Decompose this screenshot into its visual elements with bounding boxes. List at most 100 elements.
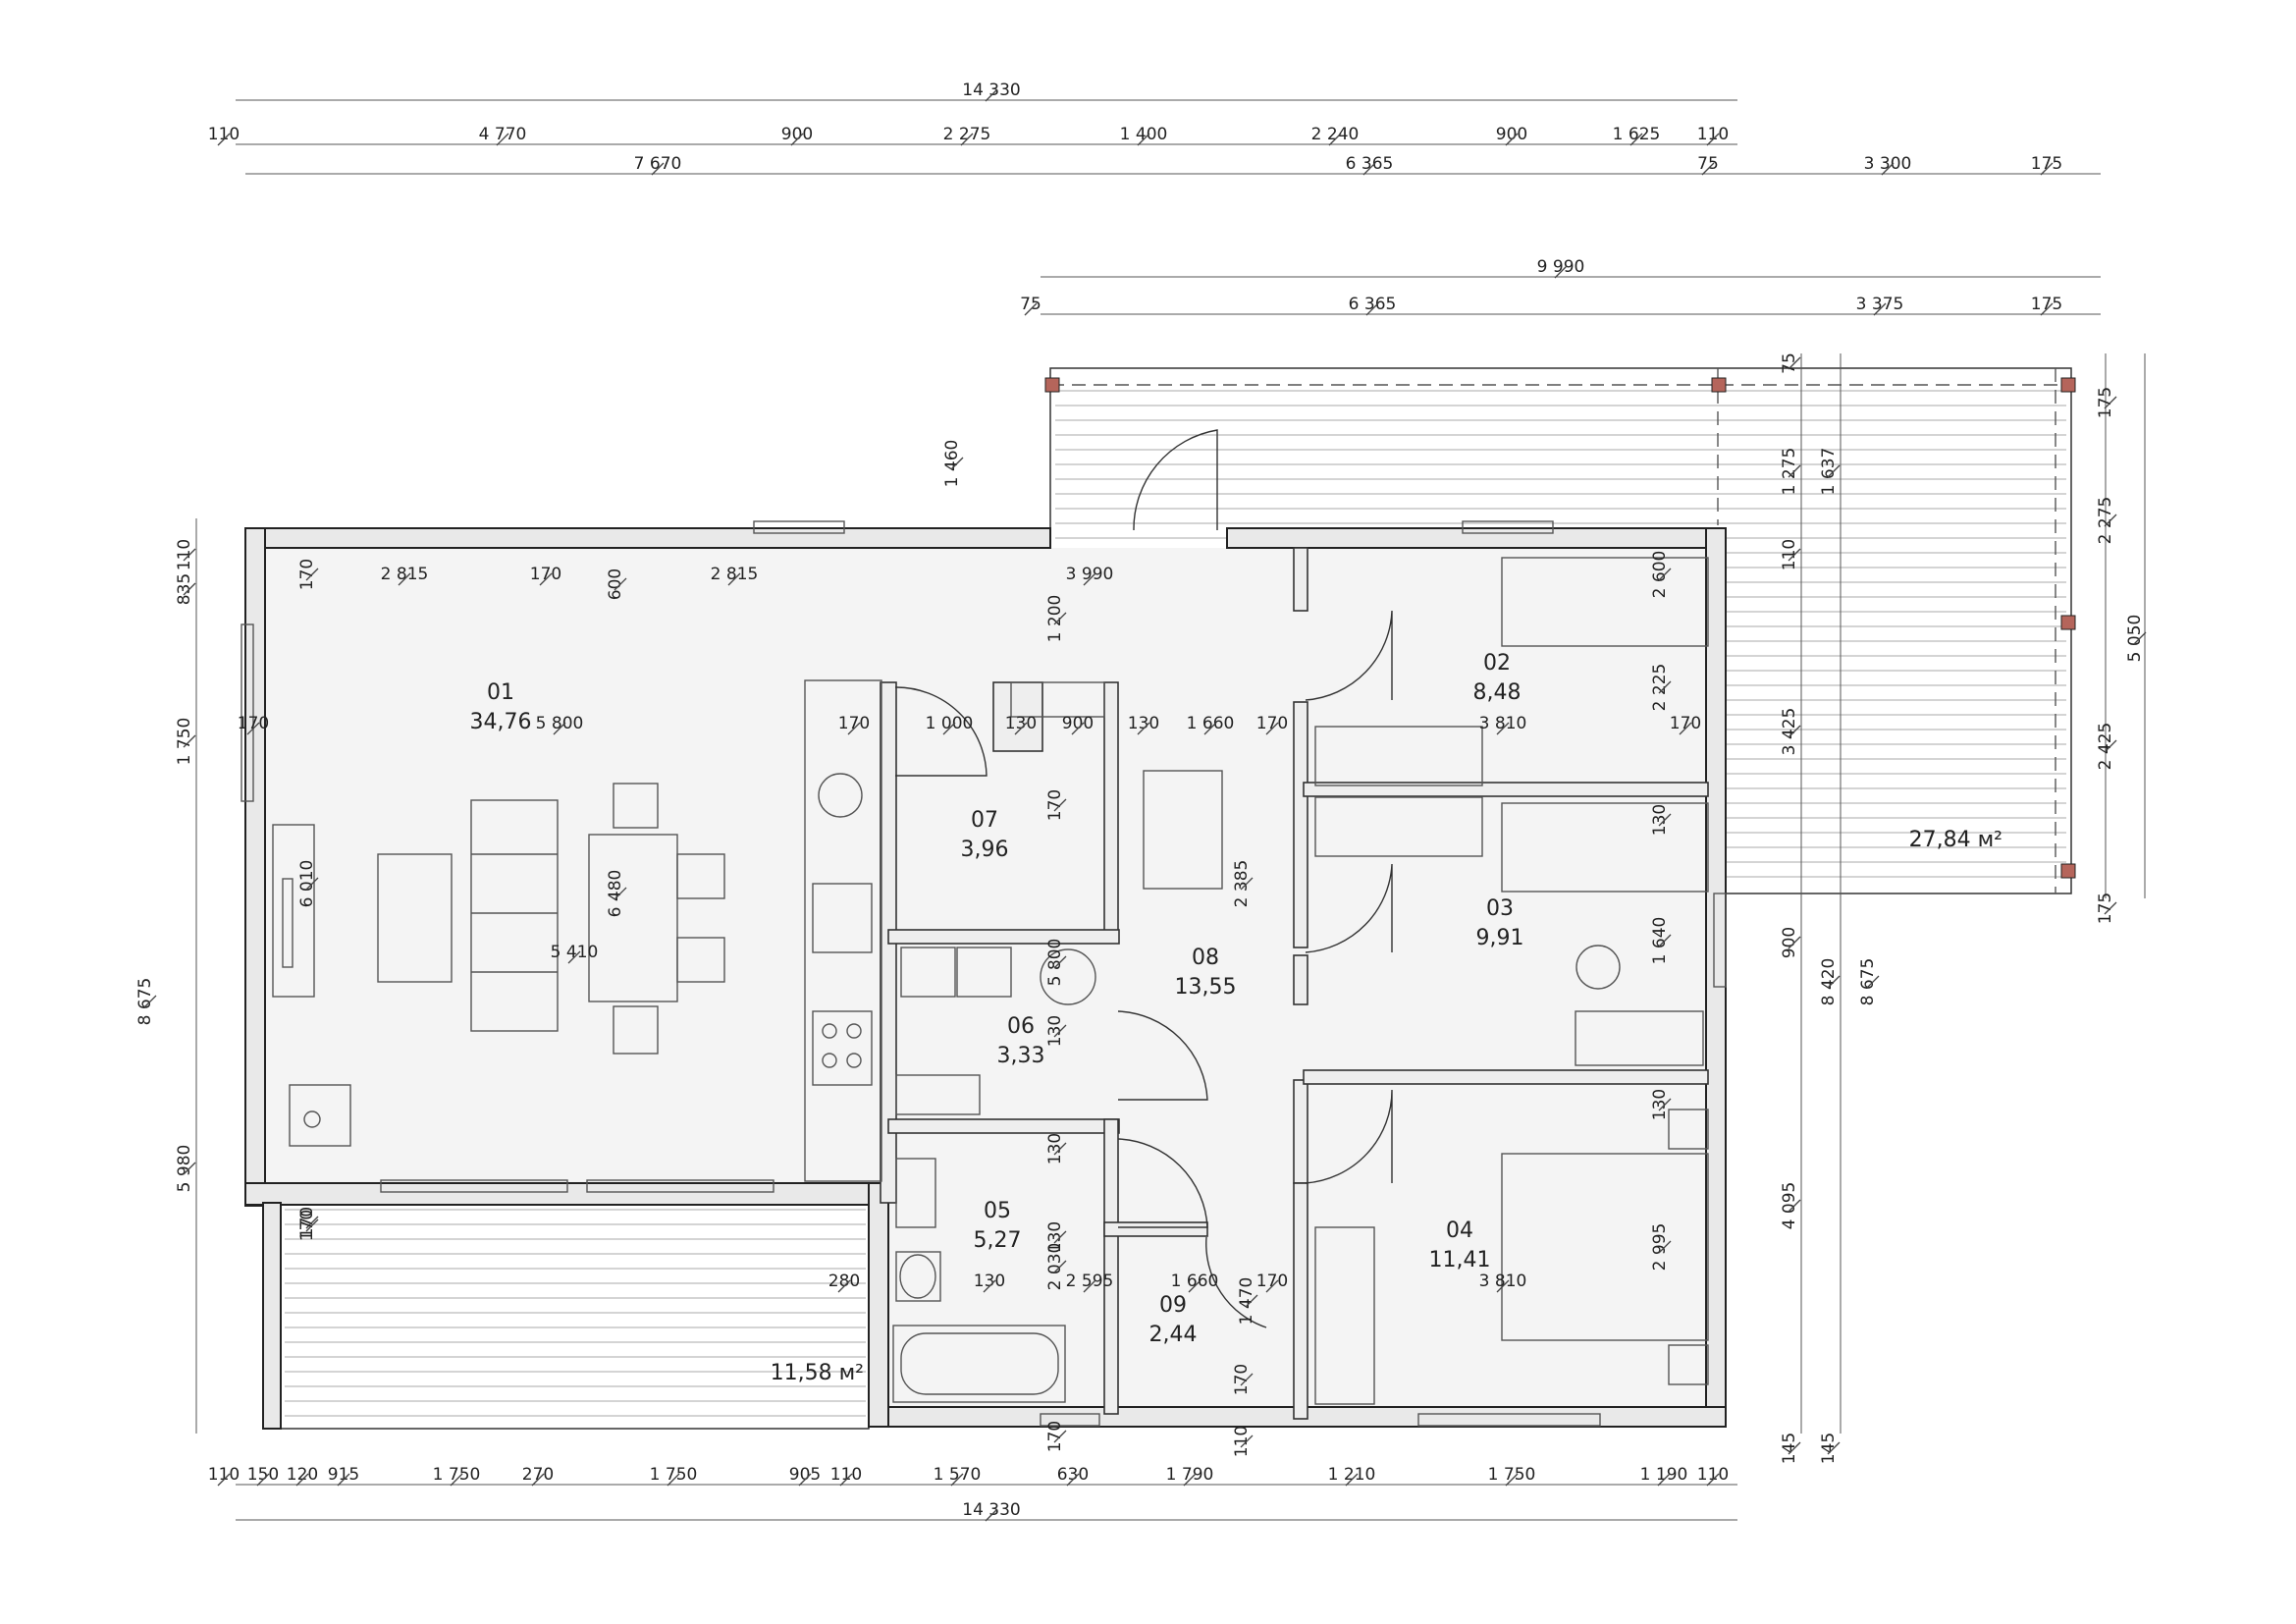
dimension-label: 110	[1232, 1426, 1252, 1457]
terrace-post	[1711, 377, 1727, 393]
dimension-label: 130	[974, 1272, 1005, 1291]
dimension-label: 130	[1045, 1015, 1065, 1047]
dimension-label: 170	[1232, 1364, 1252, 1395]
room-area: 3,96	[961, 838, 1009, 862]
dimension-label: 2 385	[1232, 860, 1252, 908]
dimension-label: 1 625	[1613, 125, 1661, 144]
dimension-label: 175	[2096, 893, 2115, 924]
dimension-label: 2 425	[2096, 723, 2115, 771]
dimension-label: 110	[208, 125, 240, 144]
dimension-label: 175	[2096, 387, 2115, 418]
dimension-label: 1 637	[1819, 448, 1839, 496]
dimension-label: 900	[781, 125, 813, 144]
dimension-label: 170	[1045, 789, 1065, 821]
dimension-label: 14 330	[962, 81, 1020, 100]
dimension-label: 905	[789, 1465, 821, 1485]
dimension-label: 900	[1496, 125, 1527, 144]
dimension-label: 1 460	[942, 440, 962, 488]
furniture	[272, 557, 1709, 1405]
terrace-south	[274, 1202, 870, 1430]
dimension-label: 75	[1697, 154, 1719, 174]
terrace-area: 11,58 м²	[771, 1361, 864, 1385]
room-number: 08	[1192, 946, 1219, 970]
dimension-label: 630	[1057, 1465, 1089, 1485]
dimension-label: 130	[1045, 1133, 1065, 1164]
room-number: 01	[487, 680, 514, 705]
dimension-label: 600	[606, 568, 625, 600]
dimension-label: 4 095	[1780, 1182, 1799, 1230]
dimension-label: 130	[1045, 1221, 1065, 1253]
room-area: 3,33	[997, 1044, 1045, 1068]
dimension-label: 5 800	[1045, 939, 1065, 987]
terrace-post	[1044, 377, 1060, 393]
dimension-label: 9 990	[1537, 257, 1585, 277]
dimension-label: 3 990	[1066, 565, 1114, 584]
room-area: 13,55	[1175, 975, 1237, 1000]
dimension-label: 170	[1256, 1272, 1288, 1291]
dimension-label: 900	[1062, 714, 1094, 733]
dimension-label: 2 600	[1650, 551, 1670, 599]
dimension-label: 3 300	[1864, 154, 1912, 174]
room-area: 5,27	[974, 1228, 1022, 1253]
dimension-label: 110	[1780, 539, 1799, 570]
dimension-label: 75	[1020, 295, 1041, 314]
dimension-label: 170	[297, 1210, 317, 1241]
room-area: 8,48	[1473, 680, 1522, 705]
dimension-label: 900	[1780, 927, 1799, 958]
terrace-area: 27,84 м²	[1909, 828, 2002, 852]
room-number: 02	[1483, 651, 1511, 676]
dimension-label: 1 790	[1166, 1465, 1214, 1485]
dimension-label: 120	[287, 1465, 318, 1485]
room-area: 2,44	[1149, 1323, 1198, 1347]
dimension-label: 1 400	[1120, 125, 1168, 144]
dimension-label: 1 200	[1045, 595, 1065, 643]
dimension-label: 1 750	[433, 1465, 481, 1485]
dimension-labels: 14 330 110 4 770 900 2 275 1 400 2 240 900 1 625…	[135, 81, 2147, 1522]
dimension-label: 3 425	[1780, 708, 1799, 756]
dimension-label: 270	[522, 1465, 554, 1485]
dimension-label: 110	[1697, 125, 1729, 144]
dimension-label: 1 750	[1488, 1465, 1536, 1485]
terrace-post	[2060, 377, 2076, 393]
dimension-label: 14 330	[962, 1500, 1020, 1520]
dimension-label: 175	[2031, 295, 2062, 314]
dimension-label: 5 800	[536, 714, 584, 733]
dimension-label: 175	[2031, 154, 2062, 174]
room-number: 05	[984, 1199, 1011, 1223]
dimension-label: 1 750	[175, 718, 194, 766]
inner-walls	[880, 547, 1709, 1420]
dimension-label: 170	[297, 559, 317, 590]
dimension-label: 8 675	[135, 978, 155, 1026]
dimension-label: 4 770	[479, 125, 527, 144]
dimension-label: 1 210	[1328, 1465, 1376, 1485]
dimension-label: 1 660	[1171, 1272, 1219, 1291]
dimension-label: 3 810	[1479, 714, 1527, 733]
dimension-label: 835	[175, 573, 194, 605]
dimension-label: 1 470	[1237, 1277, 1256, 1326]
dimension-label: 3 375	[1856, 295, 1904, 314]
dimension-label: 1 275	[1780, 448, 1799, 496]
dimension-label: 2 275	[943, 125, 991, 144]
dimension-label: 5 050	[2125, 615, 2145, 663]
room-number: 09	[1159, 1293, 1187, 1318]
dimension-label: 2 240	[1311, 125, 1360, 144]
dimension-label: 170	[297, 1207, 317, 1238]
dimension-label: 1 660	[1187, 714, 1235, 733]
dimension-label: 3 810	[1479, 1272, 1527, 1291]
dimension-label: 130	[1650, 1089, 1670, 1120]
dimension-label: 915	[328, 1465, 359, 1485]
dimension-label: 170	[238, 714, 269, 733]
dimension-label: 1 640	[1650, 917, 1670, 965]
dimension-label: 6 365	[1346, 154, 1394, 174]
dimension-label: 170	[1045, 1421, 1065, 1452]
room-number: 06	[1007, 1014, 1035, 1039]
dimension-label: 1 190	[1640, 1465, 1688, 1485]
dimension-label: 170	[1256, 714, 1288, 733]
dimension-label: 8 420	[1819, 958, 1839, 1006]
room-area: 34,76	[470, 710, 532, 734]
dimension-label: 170	[1670, 714, 1701, 733]
dimension-label: 2 815	[711, 565, 759, 584]
dimension-label: 2 995	[1650, 1223, 1670, 1272]
dimension-label: 110	[830, 1465, 862, 1485]
